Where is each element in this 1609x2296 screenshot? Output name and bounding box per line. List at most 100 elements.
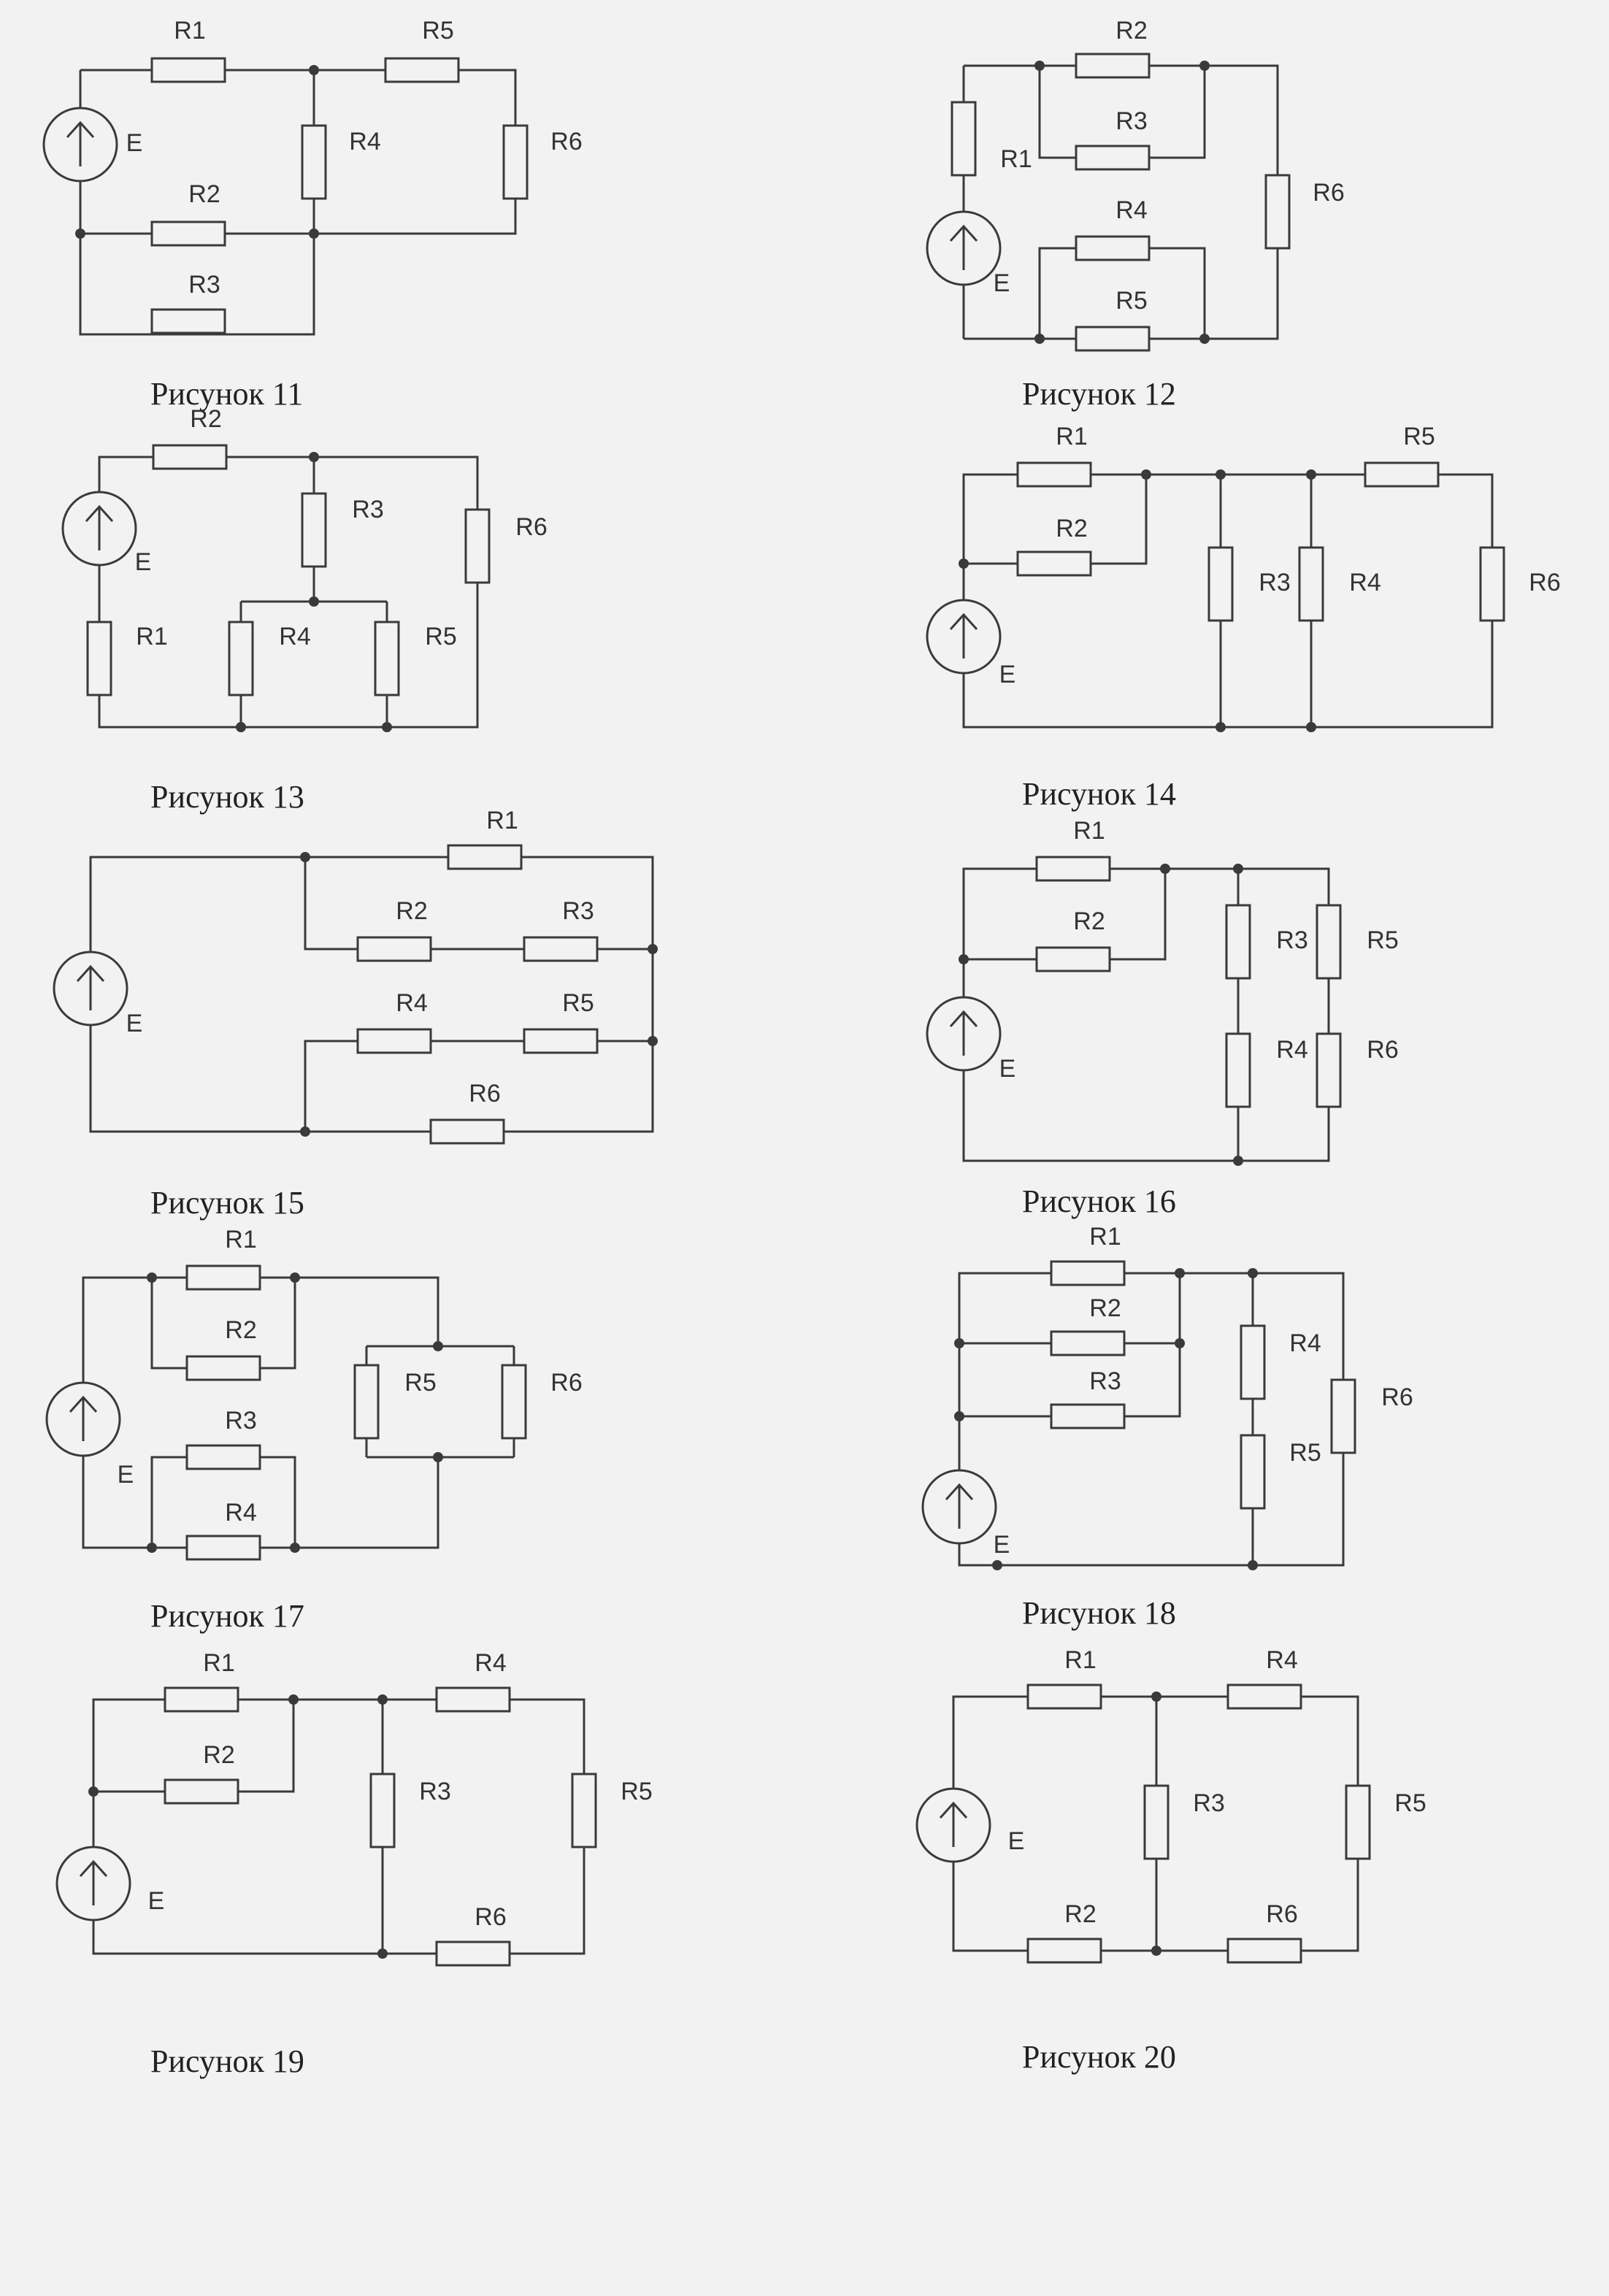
wire: [93, 1700, 295, 1793]
label-r2: R2: [203, 1741, 234, 1769]
junction-node: [992, 1560, 1002, 1570]
junction-node: [1306, 722, 1316, 732]
wire: [962, 621, 1494, 729]
junction-node: [433, 1452, 443, 1462]
resistor-r4: [356, 1028, 432, 1054]
resistor-r6: [1330, 1378, 1356, 1454]
label-r2: R2: [1056, 515, 1087, 542]
wire: [98, 456, 479, 510]
wire: [958, 1272, 1345, 1470]
resistor-r3: [185, 1444, 261, 1470]
resistor-r2: [152, 444, 228, 470]
label-r3: R3: [419, 1778, 450, 1805]
wire: [964, 64, 1279, 175]
figure-caption: Рисунок 15: [150, 1185, 304, 1221]
resistor-r1: [164, 1686, 239, 1713]
resistor-r3: [1225, 904, 1251, 980]
label-e: E: [135, 548, 152, 576]
label-r5: R5: [1403, 423, 1435, 450]
label-r3: R3: [225, 1407, 256, 1435]
resistor-r2: [1026, 1938, 1102, 1964]
resistor-r2: [164, 1778, 239, 1805]
wire: [962, 1070, 1238, 1162]
resistor-r5: [1364, 461, 1440, 488]
resistor-r1: [1016, 461, 1092, 488]
junction-node: [959, 954, 969, 964]
label-r4: R4: [349, 128, 380, 156]
resistor-r4: [1226, 1683, 1302, 1710]
figure-caption: Рисунок 19: [150, 2043, 304, 2079]
resistor-r2: [1035, 946, 1111, 972]
resistor-r2: [1075, 53, 1151, 79]
voltage-source-icon: [926, 996, 1002, 1072]
label-r1: R1: [203, 1649, 234, 1677]
junction-node: [1199, 334, 1210, 344]
label-r6: R6: [515, 513, 547, 541]
label-r6: R6: [475, 1903, 506, 1931]
resistor-r5: [1240, 1434, 1266, 1510]
resistor-r1: [86, 621, 112, 696]
resistor-r1: [951, 101, 977, 177]
resistor-r3: [301, 492, 327, 568]
junction-node: [236, 722, 246, 732]
junction-node: [1248, 1268, 1258, 1278]
label-r5: R5: [404, 1369, 436, 1397]
junction-node: [377, 1948, 388, 1959]
label-r6: R6: [1367, 1036, 1398, 1064]
figure-caption: Рисунок 12: [1022, 376, 1176, 412]
resistor-r5: [1345, 1784, 1371, 1860]
wire: [964, 248, 1279, 340]
resistor-r2: [185, 1355, 261, 1381]
label-r4: R4: [1266, 1646, 1297, 1674]
label-r1: R1: [1056, 423, 1087, 450]
wire: [304, 857, 653, 951]
voltage-source-icon: [55, 1846, 131, 1921]
resistor-r3: [369, 1773, 396, 1848]
junction-node: [1233, 1156, 1243, 1166]
label-e: E: [1008, 1827, 1025, 1855]
label-r3: R3: [1276, 926, 1307, 954]
junction-node: [309, 452, 319, 462]
resistor-r6: [1226, 1938, 1302, 1964]
wire: [150, 1278, 296, 1370]
wire: [82, 1276, 439, 1383]
label-r3: R3: [352, 496, 383, 523]
wire: [1238, 1107, 1330, 1162]
voltage-source-icon: [45, 1381, 121, 1457]
junction-node: [1175, 1268, 1185, 1278]
figure-caption: Рисунок 18: [1022, 1595, 1176, 1631]
label-r3: R3: [1193, 1789, 1224, 1817]
figure-caption: Рисунок 11: [150, 376, 303, 412]
resistor-r6: [464, 508, 491, 584]
label-r5: R5: [621, 1778, 652, 1805]
label-r1: R1: [1000, 145, 1032, 173]
label-e: E: [126, 129, 143, 157]
label-r4: R4: [1349, 569, 1380, 596]
label-r4: R4: [1276, 1036, 1307, 1064]
resistor-r4: [435, 1686, 511, 1713]
label-r5: R5: [1115, 287, 1147, 315]
junction-node: [648, 1036, 658, 1046]
resistor-r6: [501, 1364, 527, 1440]
resistor-r4: [301, 124, 327, 200]
resistor-r5: [353, 1364, 380, 1440]
junction-node: [309, 65, 319, 75]
wire: [964, 869, 1167, 961]
figure-caption: Рисунок 14: [1022, 776, 1176, 812]
voltage-source-icon: [42, 107, 118, 183]
figure-caption: Рисунок 16: [1022, 1183, 1176, 1219]
junction-node: [1233, 864, 1243, 874]
resistor-r6: [1479, 546, 1505, 622]
junction-node: [959, 558, 969, 569]
resistor-r3: [523, 936, 599, 962]
label-r2: R2: [1073, 907, 1105, 935]
wire: [89, 856, 654, 1133]
voltage-source-icon: [926, 599, 1002, 675]
